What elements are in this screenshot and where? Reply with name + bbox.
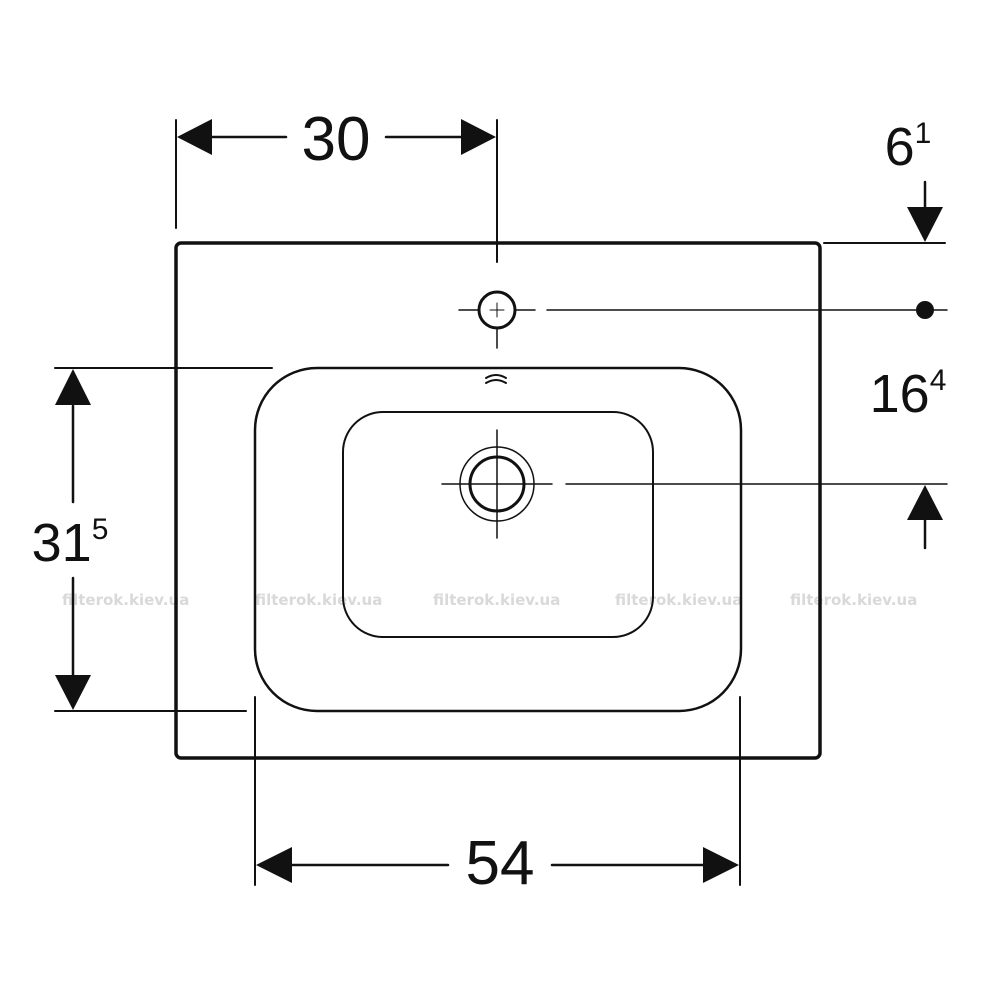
dim-right-label: 164 bbox=[870, 364, 947, 424]
basin-inner bbox=[342, 411, 654, 638]
tap-hole bbox=[477, 290, 517, 330]
arrow-bottom-right bbox=[703, 847, 739, 883]
dim-right-base: 16 bbox=[870, 364, 930, 424]
watermark-group: filterok.kiev.ua filterok.kiev.ua filter… bbox=[62, 591, 917, 609]
watermark-2: filterok.kiev.ua bbox=[255, 591, 382, 609]
arrow-top-right-down bbox=[907, 207, 943, 242]
dim-right-sup: 4 bbox=[930, 364, 947, 397]
dim-left-label: 315 bbox=[32, 513, 109, 573]
arrow-left-up bbox=[55, 369, 91, 405]
overflow-slot bbox=[485, 374, 507, 379]
dim-left-base: 31 bbox=[32, 513, 92, 573]
dim-left-sup: 5 bbox=[92, 513, 109, 546]
watermark-3: filterok.kiev.ua bbox=[433, 591, 560, 609]
dim-top-right-base: 6 bbox=[885, 117, 915, 177]
dim-top-right-label: 61 bbox=[885, 117, 932, 177]
arrow-top-right bbox=[461, 119, 496, 155]
arrow-left-down bbox=[55, 675, 91, 710]
arrow-bottom-left bbox=[256, 847, 292, 883]
watermark-1: filterok.kiev.ua bbox=[62, 591, 189, 609]
dim-top-width-label: 30 bbox=[302, 105, 371, 174]
arrow-top-left bbox=[177, 119, 212, 155]
counter-outline bbox=[174, 241, 822, 760]
watermark-5: filterok.kiev.ua bbox=[790, 591, 917, 609]
arrow-right-up bbox=[907, 485, 943, 520]
dim-top-right-sup: 1 bbox=[915, 117, 932, 150]
dim-bottom-width-label: 54 bbox=[466, 829, 535, 898]
basin-outer bbox=[253, 366, 743, 713]
watermark-4: filterok.kiev.ua bbox=[615, 591, 742, 609]
